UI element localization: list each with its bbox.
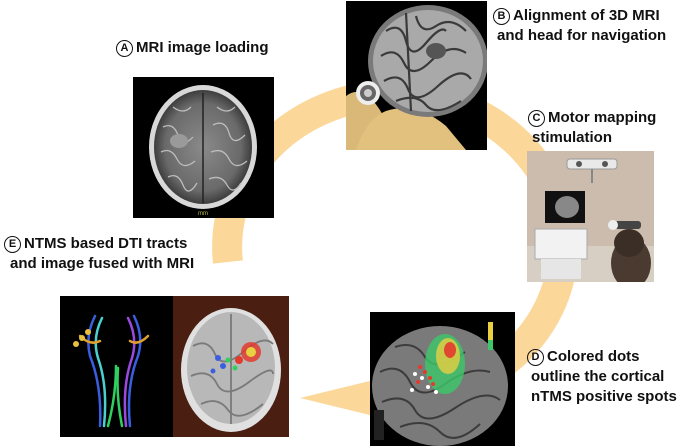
badge-d: D (527, 349, 544, 366)
step-b-text-1: Alignment of 3D MRI (513, 7, 660, 24)
fused-mri-image (173, 296, 289, 437)
step-d-text-2: outline the cortical (531, 368, 665, 385)
dti-tracts-image (60, 296, 173, 437)
stimulation-photo (527, 151, 654, 282)
head-alignment-image (346, 1, 487, 150)
svg-text:mm: mm (198, 211, 208, 217)
step-b-text-2: and head for navigation (497, 27, 667, 44)
badge-e: E (4, 236, 21, 253)
step-d-text-3: nTMS positive spots (531, 388, 677, 405)
step-d-text-1: Colored dots (547, 348, 640, 365)
mri-axial-image: mm (133, 77, 274, 218)
step-e-text-1: NTMS based DTI tracts (24, 235, 188, 252)
step-a-text: MRI image loading (136, 39, 269, 56)
badge-b: B (493, 8, 510, 25)
step-e-text-2: and image fused with MRI (10, 255, 195, 272)
badge-c: C (528, 110, 545, 127)
step-c-text-1: Motor mapping (548, 109, 657, 126)
badge-a: A (116, 40, 133, 57)
cortical-spots-image (370, 312, 515, 446)
step-c-text-2: stimulation (532, 129, 613, 146)
